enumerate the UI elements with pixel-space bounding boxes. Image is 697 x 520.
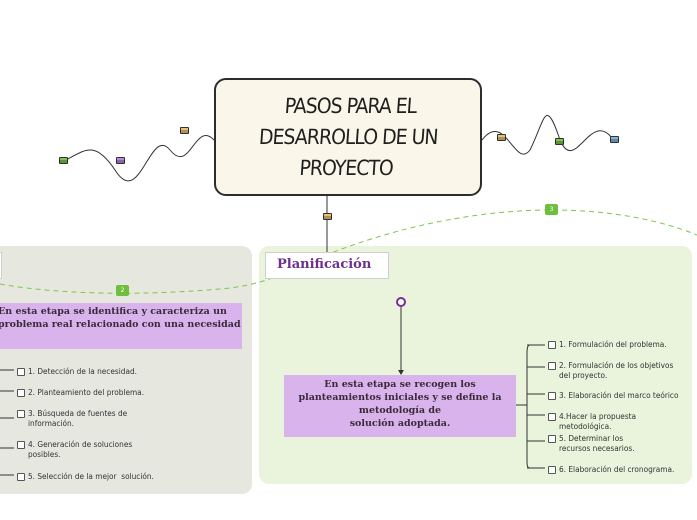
identificacion-description[interactable]: En esta etapa se identifica y caracteriz…	[0, 303, 242, 349]
list-item[interactable]: 1. Formulación del problema.	[548, 339, 688, 349]
checkbox-icon[interactable]	[548, 341, 556, 349]
attachment-chip-icon[interactable]	[180, 127, 189, 134]
node-dot-icon[interactable]	[396, 297, 406, 307]
list-item[interactable]: 4.Hacer la propuesta metodológica.	[548, 411, 688, 431]
checkbox-icon[interactable]	[17, 410, 25, 418]
planificacion-label[interactable]: Planificación	[265, 252, 389, 279]
checkbox-icon[interactable]	[548, 362, 556, 370]
attachment-chip-icon[interactable]	[59, 157, 68, 164]
planificacion-panel	[259, 246, 692, 484]
right-squiggle	[481, 115, 613, 155]
attachment-chip-icon[interactable]	[116, 157, 125, 164]
checkbox-icon[interactable]	[548, 466, 556, 474]
checkbox-icon[interactable]	[548, 392, 556, 400]
attachment-chip-icon[interactable]	[555, 138, 564, 145]
central-topic[interactable]: PASOS PARA EL DESARROLLO DE UN PROYECTO	[214, 78, 482, 196]
left-squiggle	[65, 135, 215, 182]
list-item[interactable]: 5. Determinar los recursos necesarios.	[548, 433, 648, 453]
list-item[interactable]: 3. Búsqueda de fuentes de información.	[17, 408, 137, 428]
left-branch-label[interactable]	[0, 252, 2, 279]
list-item[interactable]: 4. Generación de soluciones posibles.	[17, 439, 137, 459]
item-bracket	[526, 344, 531, 469]
badge-number-icon[interactable]: 2	[116, 285, 129, 296]
checkbox-icon[interactable]	[548, 435, 556, 443]
central-topic-title: PASOS PARA EL DESARROLLO DE UN PROYECTO	[257, 93, 439, 180]
identificacion-description-text: En esta etapa se identifica y caracteriz…	[0, 306, 241, 330]
checkbox-icon[interactable]	[17, 389, 25, 397]
list-item[interactable]: 1. Detección de la necesidad.	[17, 366, 217, 376]
list-item[interactable]: 3. Elaboración del marco teórico	[548, 390, 688, 400]
attachment-chip-icon[interactable]	[610, 136, 619, 143]
checkbox-icon[interactable]	[17, 473, 25, 481]
attachment-chip-icon[interactable]	[323, 213, 332, 220]
checkbox-icon[interactable]	[548, 413, 556, 421]
checkbox-icon[interactable]	[17, 368, 25, 376]
list-item[interactable]: 2. Planteamiento del problema.	[17, 387, 217, 397]
dashed-arc-left	[0, 265, 301, 294]
dashed-arc-right	[299, 209, 697, 267]
planificacion-description-text: En esta etapa se recogen los planteamien…	[298, 379, 502, 429]
badge-number-icon[interactable]: 3	[545, 204, 558, 215]
list-item[interactable]: 5. Selección de la mejor solución.	[17, 471, 217, 481]
checkbox-icon[interactable]	[17, 441, 25, 449]
attachment-chip-icon[interactable]	[497, 134, 506, 141]
list-item[interactable]: 2. Formulación de los objetivos del proy…	[548, 360, 683, 380]
list-item[interactable]: 6. Elaboración del cronograma.	[548, 464, 688, 474]
planificacion-description[interactable]: En esta etapa se recogen los planteamien…	[284, 375, 516, 437]
